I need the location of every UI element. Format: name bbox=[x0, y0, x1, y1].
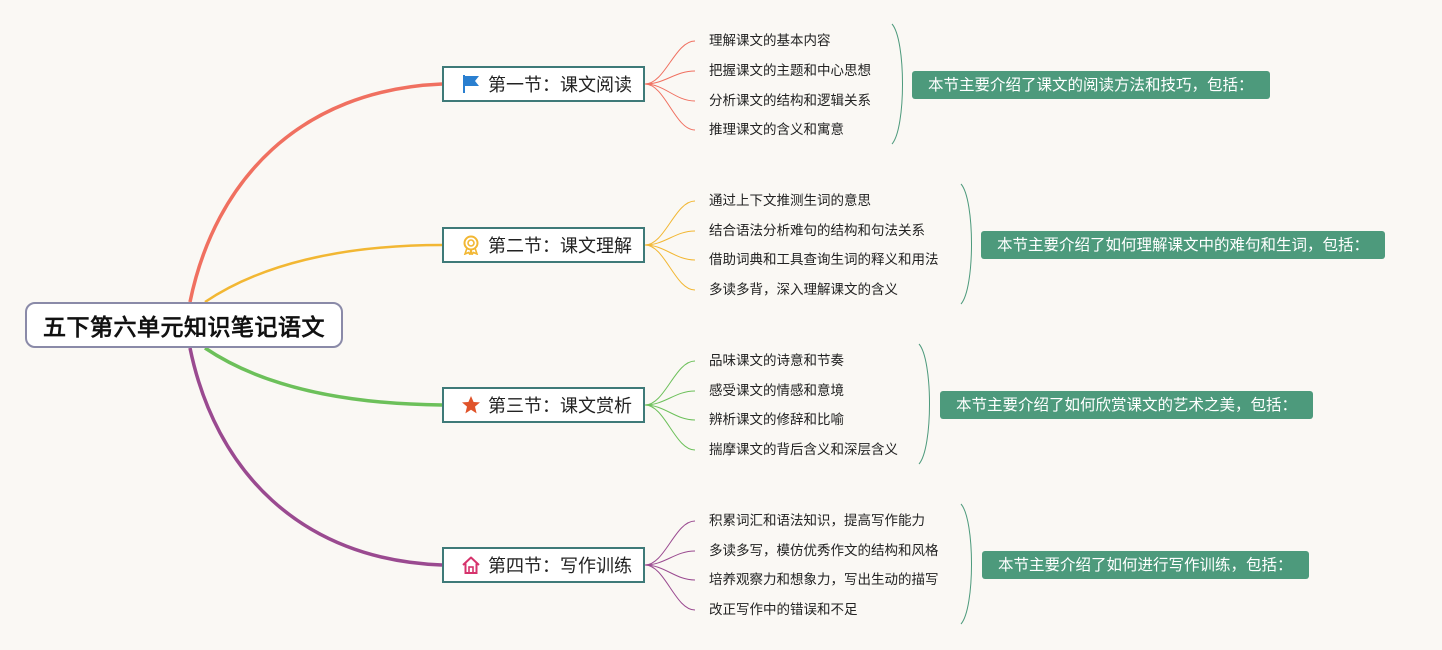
sub-lines-1 bbox=[644, 40, 696, 131]
section-node-1[interactable]: 第一节：课文阅读 bbox=[442, 66, 645, 102]
sub-lines-4 bbox=[644, 520, 696, 611]
star-icon bbox=[460, 394, 482, 416]
list-item[interactable]: 培养观察力和想象力，写出生动的描写 bbox=[709, 572, 939, 588]
list-item[interactable]: 借助词典和工具查询生词的释义和用法 bbox=[709, 252, 939, 268]
summary-callout-3[interactable]: 本节主要介绍了如何欣赏课文的艺术之美，包括： bbox=[940, 391, 1314, 419]
list-item[interactable]: 多读多背，深入理解课文的含义 bbox=[709, 282, 898, 298]
list-item[interactable]: 理解课文的基本内容 bbox=[709, 33, 831, 49]
list-item[interactable]: 多读多写，模仿优秀作文的结构和风格 bbox=[709, 543, 939, 559]
sub-lines-2 bbox=[644, 200, 696, 291]
home-icon bbox=[460, 554, 482, 576]
list-item[interactable]: 分析课文的结构和逻辑关系 bbox=[709, 93, 871, 109]
list-item[interactable]: 把握课文的主题和中心思想 bbox=[709, 63, 871, 79]
list-item[interactable]: 结合语法分析难句的结构和句法关系 bbox=[709, 223, 925, 239]
branch-line-4 bbox=[188, 347, 443, 567]
summary-callout-4[interactable]: 本节主要介绍了如何进行写作训练，包括： bbox=[982, 551, 1309, 579]
summary-callout-2[interactable]: 本节主要介绍了如何理解课文中的难句和生词，包括： bbox=[981, 231, 1386, 259]
section-node-3[interactable]: 第三节：课文赏析 bbox=[442, 387, 645, 423]
flag-icon bbox=[460, 73, 482, 95]
summary-bracket-2 bbox=[960, 183, 972, 305]
summary-bracket-1 bbox=[891, 23, 903, 145]
section-title-1: 第一节：课文阅读 bbox=[488, 75, 632, 96]
list-item[interactable]: 推理课文的含义和寓意 bbox=[709, 122, 844, 138]
list-item[interactable]: 积累词汇和语法知识，提高写作能力 bbox=[709, 513, 925, 529]
sub-lines-3 bbox=[644, 360, 696, 451]
list-item[interactable]: 通过上下文推测生词的意思 bbox=[709, 193, 871, 209]
branch-line-1 bbox=[188, 82, 443, 303]
award-icon bbox=[460, 234, 482, 256]
summary-bracket-3 bbox=[918, 343, 930, 465]
root-topic[interactable]: 五下第六单元知识笔记语文 bbox=[25, 302, 343, 348]
summary-callout-1[interactable]: 本节主要介绍了课文的阅读方法和技巧，包括： bbox=[912, 71, 1270, 99]
list-item[interactable]: 品味课文的诗意和节奏 bbox=[709, 353, 844, 369]
list-item[interactable]: 改正写作中的错误和不足 bbox=[709, 602, 858, 618]
list-item[interactable]: 辨析课文的修辞和比喻 bbox=[709, 412, 844, 428]
section-title-2: 第二节：课文理解 bbox=[488, 236, 632, 257]
section-title-3: 第三节：课文赏析 bbox=[488, 396, 632, 417]
list-item[interactable]: 感受课文的情感和意境 bbox=[709, 383, 844, 399]
branch-line-3 bbox=[204, 346, 443, 407]
list-item[interactable]: 揣摩课文的背后含义和深层含义 bbox=[709, 442, 898, 458]
summary-bracket-4 bbox=[960, 503, 972, 625]
section-node-2[interactable]: 第二节：课文理解 bbox=[442, 227, 645, 263]
section-node-4[interactable]: 第四节：写作训练 bbox=[442, 547, 645, 583]
section-title-4: 第四节：写作训练 bbox=[488, 556, 632, 577]
branch-line-2 bbox=[204, 243, 443, 304]
